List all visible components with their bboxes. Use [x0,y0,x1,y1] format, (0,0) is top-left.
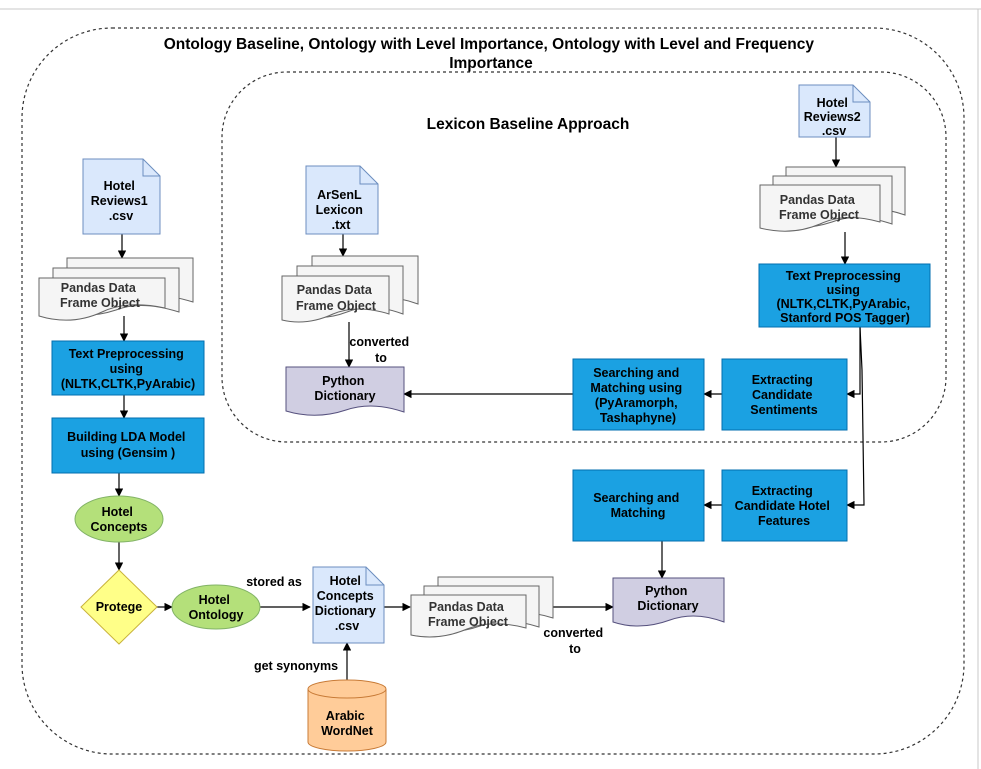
edge-label-stored-as: stored as [246,575,302,589]
process-extracting-candidate-sentiments: Extracting Candidate Sentiments [721,358,848,431]
ellipse-hotel-ontology: Hotel Ontology [171,584,261,630]
svg-text:Text Preprocessing using: Text Preprocessing using (NLTK,CLTK,PyAr… [61,347,195,391]
svg-text:Pandas Data Frame Object: Pandas Data Frame Object [60,281,141,310]
svg-text:Hotel Concepts Dic: Hotel Concepts Dictionary .csv [315,574,380,633]
svg-text:Searching and Matching u: Searching and Matching using (PyAramorph… [590,366,685,425]
inner-title: Lexicon Baseline Approach [427,116,630,133]
edge-textpre-to-sentiments [846,327,861,399]
svg-text:Hotel Reviews1 .cs: Hotel Reviews1 .csv [91,179,151,223]
python-dictionary-top: Python Dictionary [285,366,405,416]
file-hotel-reviews1: Hotel Reviews1 .csv [82,158,161,235]
dataframe-left: Pandas Data Frame Object [38,257,194,321]
svg-text:Hotel Reviews2 .cs: Hotel Reviews2 .csv [804,96,864,138]
svg-text:Building LDA Model using: Building LDA Model using (Gensim ) [67,430,189,460]
svg-text:Extracting Candidate Hot: Extracting Candidate Hotel Features [735,484,834,528]
process-building-lda-model: Building LDA Model using (Gensim ) [51,417,205,474]
edges [114,137,865,681]
file-arsenl-lexicon: ArSenL Lexicon .txt [305,165,379,235]
svg-text:Pandas Data Frame Object: Pandas Data Frame Object [428,600,509,629]
svg-text:Python Dictionary: Python Dictionary [637,584,698,613]
svg-text:Pandas Data Frame Object: Pandas Data Frame Object [779,193,860,222]
svg-text:ArSenL Lexicon .tx: ArSenL Lexicon .txt [316,188,367,232]
decision-protege: Protege [80,569,158,645]
file-hotel-reviews2: Hotel Reviews2 .csv [798,84,871,138]
svg-text:Extracting Candidate: Extracting Candidate Sentiments [750,373,817,417]
svg-text:Pandas Data Frame Object: Pandas Data Frame Object [296,283,377,313]
svg-text:Searching and Matching: Searching and Matching [593,491,683,520]
dataframe-right: Pandas Data Frame Object [759,166,906,232]
svg-text:Protege: Protege [96,600,143,614]
outer-container [21,27,965,755]
svg-text:Hotel Concepts: Hotel Concepts [91,505,148,534]
database-arabic-wordnet: Arabic WordNet [307,679,387,752]
ellipse-hotel-concepts: Hotel Concepts [74,495,164,543]
process-searching-and-matching: Searching and Matching [572,469,705,542]
edge-label-converted-top: converted to [349,335,412,365]
outer-title: Ontology Baseline, Ontology with Level I… [164,36,819,72]
process-text-preprocessing-left: Text Preprocessing using (NLTK,CLTK,PyAr… [51,340,205,396]
svg-text:Arabic WordNet: Arabic WordNet [321,709,374,738]
svg-text:Hotel Ontology: Hotel Ontology [189,593,244,622]
dataframe-middle: Pandas Data Frame Object [281,255,419,323]
process-text-preprocessing-right: Text Preprocessing using (NLTK,CLTK,PyAr… [758,263,931,328]
edge-label-converted-bottom: converted to [543,626,606,656]
process-extracting-candidate-hotel-features: Extracting Candidate Hotel Features [721,469,848,542]
svg-text:Text Preprocessing using: Text Preprocessing using (NLTK,CLTK,PyAr… [776,269,913,325]
edge-label-get-synonyms: get synonyms [254,659,338,673]
dataframe-bottom: Pandas Data Frame Object [410,576,554,638]
edge-textpre-to-features [846,326,865,510]
inner-container [221,71,947,443]
file-hotel-concepts-dictionary: Hotel Concepts Dictionary .csv [312,566,385,644]
svg-text:Python Dictionary: Python Dictionary [314,374,375,403]
process-searching-matching-pyaramorph: Searching and Matching using (PyAramorph… [572,358,705,431]
python-dictionary-bottom: Python Dictionary [612,577,725,627]
